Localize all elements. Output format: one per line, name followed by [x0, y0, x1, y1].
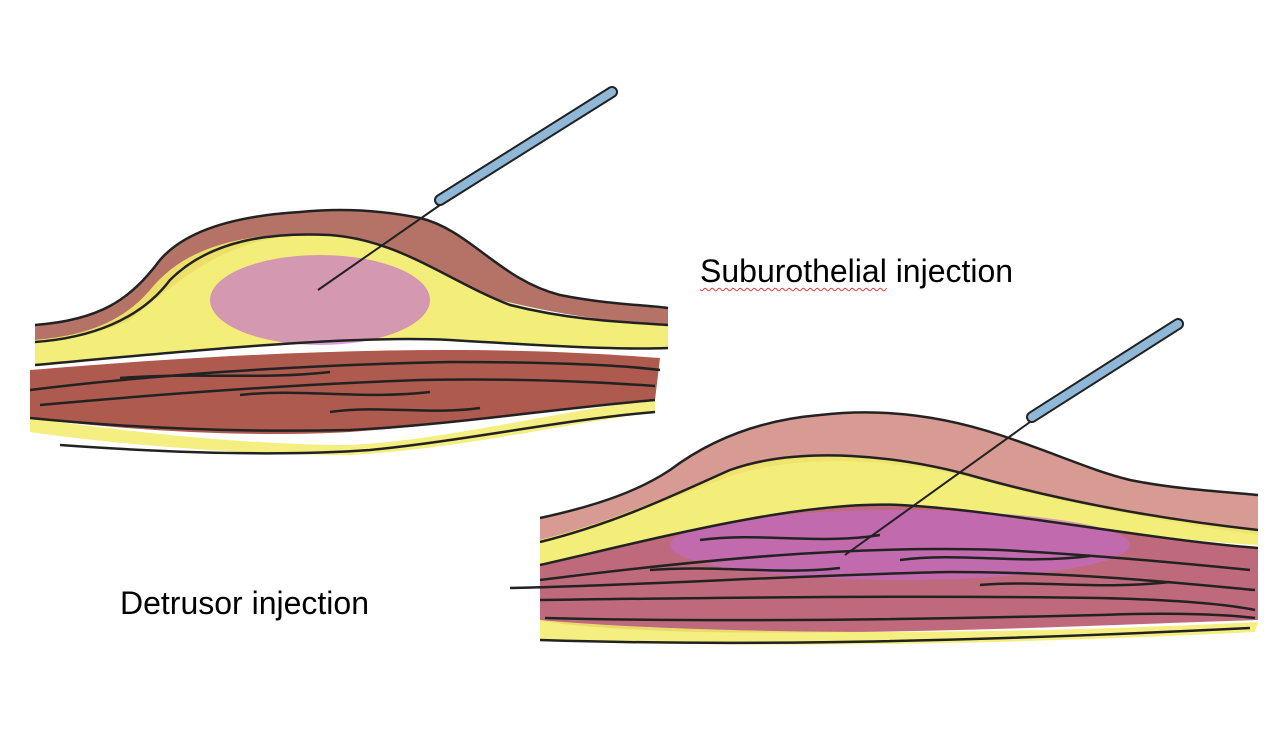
detrusor-tissue-section: [509, 318, 1259, 645]
detrusor-injection-label: Detrusor injection: [120, 585, 369, 621]
label-rest: injection: [886, 253, 1014, 289]
submucosa-layer: [540, 455, 1258, 565]
injectate-bleb: [210, 255, 430, 345]
urothelium-layer: [35, 210, 668, 340]
suburothelial-tissue-section: [29, 86, 669, 455]
suburothelial-injection-label: Suburothelial injection: [700, 255, 1013, 287]
urothelium-layer: [540, 412, 1258, 540]
spellcheck-word: Suburothelial: [700, 253, 887, 289]
needle: [844, 318, 1184, 556]
muscle-layer: [30, 350, 660, 435]
injectate-spread: [670, 510, 1130, 580]
needle: [317, 86, 618, 291]
